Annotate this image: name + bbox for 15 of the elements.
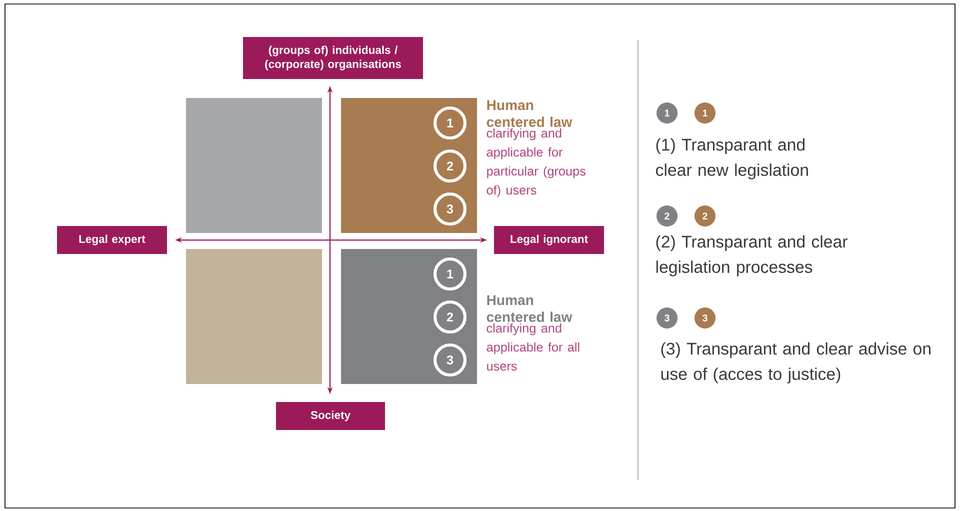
- beside-note: clarifying and applicable for all users: [486, 323, 580, 371]
- axis-label-box: (groups of) individuals / (corporate) organisations: [243, 37, 423, 79]
- beside-note: clarifying and applicable for particular (groups of) users: [486, 128, 586, 198]
- description-text: (2) Transparant and clear legislation processes: [656, 235, 848, 276]
- beside-heading: Human centered law: [486, 100, 572, 127]
- axis-label-box: Legal expert: [57, 226, 167, 254]
- quadrant-box: [186, 98, 322, 234]
- quadrant-box: [341, 98, 477, 234]
- description-text: (3) Transparant and clear advise on use of (acces to justice): [661, 342, 930, 384]
- beside-heading: Human centered law: [486, 295, 572, 322]
- description-text: (1) Transparant and clear new legislation: [656, 138, 808, 180]
- quadrant-box: [186, 249, 322, 384]
- axis-label-box: Society: [276, 402, 386, 430]
- quadrant-box: [341, 249, 477, 384]
- axis-label-box: Legal ignorant: [494, 226, 604, 254]
